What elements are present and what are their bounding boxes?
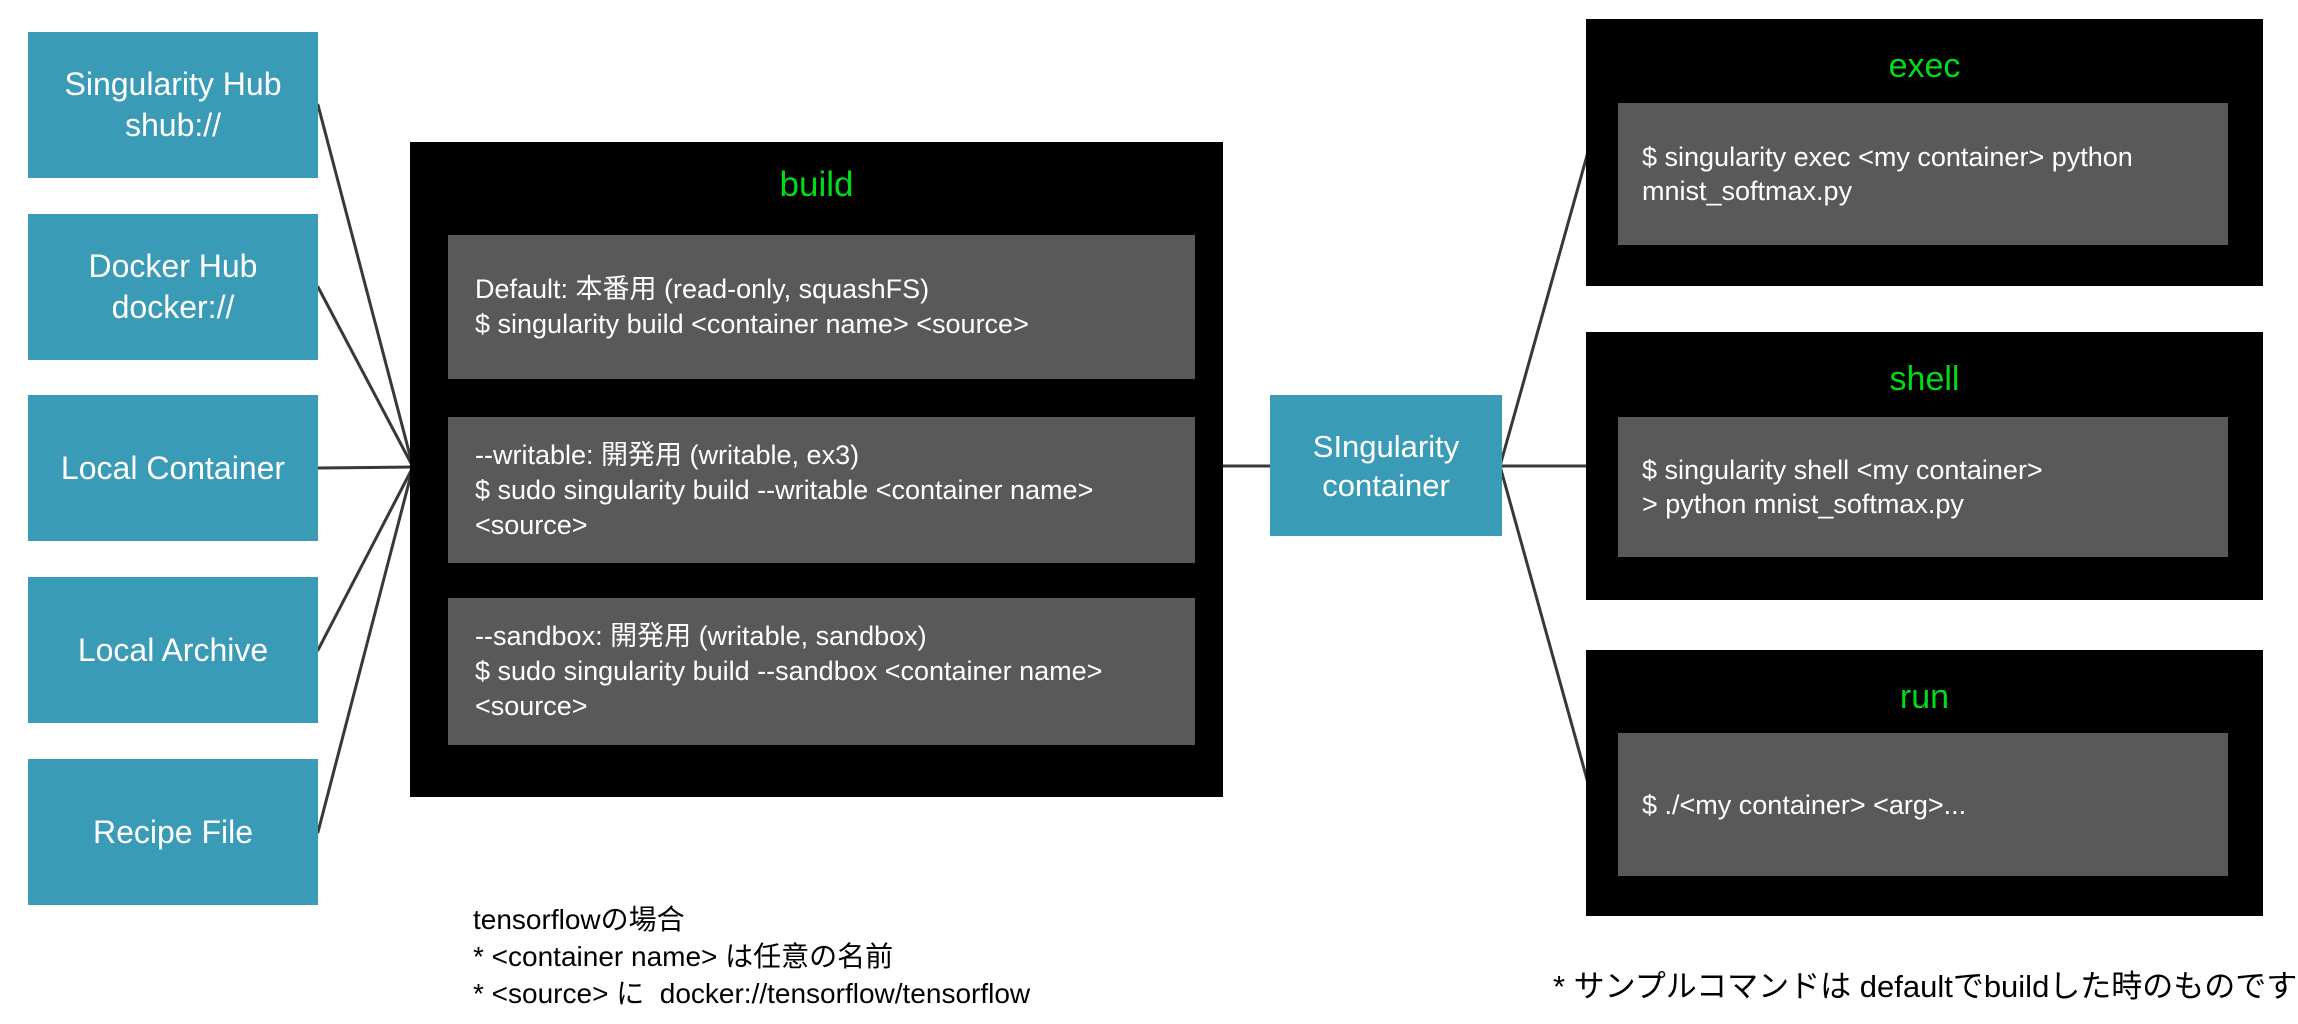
source-label: Recipe File [92, 813, 254, 850]
build-title: build [779, 165, 854, 204]
source-box-local-archive: Local Archive [28, 577, 318, 723]
action-box-exec: exec $ singularity exec <my container> p… [1586, 19, 2263, 286]
connector-line [316, 465, 415, 470]
exec-command-panel: $ singularity exec <my container> python… [1618, 103, 2228, 245]
source-label: Local Archive [77, 631, 269, 668]
run-command-panel: $ ./<my container> <arg>... [1618, 733, 2228, 876]
build-box: build Default: 本番用 (read-only, squashFS)… [410, 142, 1223, 797]
action-box-shell: shell $ singularity shell <my container>… [1586, 332, 2263, 600]
connector-line [316, 285, 415, 469]
shell-command-panel: $ singularity shell <my container> > pyt… [1618, 417, 2228, 557]
action-box-run: run $ ./<my container> <arg>... [1586, 650, 2263, 916]
source-box-local-container: Local Container [28, 395, 318, 541]
shell-title: shell [1889, 360, 1960, 398]
build-panel-default: Default: 本番用 (read-only, squashFS) $ sin… [448, 235, 1195, 379]
run-command: $ ./<my container> <arg>... [1642, 789, 1967, 820]
connector-line [316, 465, 415, 834]
source-box-recipe-file: Recipe File [28, 759, 318, 905]
singularity-container-label: SIngularity container [1312, 428, 1460, 503]
sample-command-note: * サンプルコマンドは defaultでbuildした時のものです [1553, 969, 2298, 1004]
build-command-sandbox: --sandbox: 開発用 (writable, sandbox) $ sud… [475, 621, 1103, 721]
exec-title: exec [1888, 47, 1961, 85]
build-panel-writable: --writable: 開発用 (writable, ex3) $ sudo s… [448, 417, 1195, 563]
build-command-writable: --writable: 開発用 (writable, ex3) $ sudo s… [475, 439, 1094, 540]
tensorflow-note: tensorflowの場合 * <container name> は任意の名前 … [473, 904, 1031, 1009]
shell-command: $ singularity shell <my container> > pyt… [1642, 455, 2043, 519]
singularity-container-node: SIngularity container [1270, 395, 1502, 536]
exec-command: $ singularity exec <my container> python… [1642, 142, 2133, 206]
source-label: Docker Hub docker:// [88, 248, 258, 325]
source-box-singularity-hub: Singularity Hub shub:// [28, 32, 318, 178]
source-label: Singularity Hub shub:// [64, 66, 282, 143]
build-panel-sandbox: --sandbox: 開発用 (writable, sandbox) $ sud… [448, 598, 1195, 745]
build-command-default: Default: 本番用 (read-only, squashFS) $ sin… [475, 274, 1029, 339]
source-label: Local Container [60, 449, 286, 486]
source-box-docker-hub: Docker Hub docker:// [28, 214, 318, 360]
run-title: run [1899, 678, 1950, 716]
connector-line [316, 465, 415, 652]
connector-line [316, 103, 415, 469]
connector-line [1498, 464, 1590, 785]
connector-line [1498, 150, 1590, 468]
